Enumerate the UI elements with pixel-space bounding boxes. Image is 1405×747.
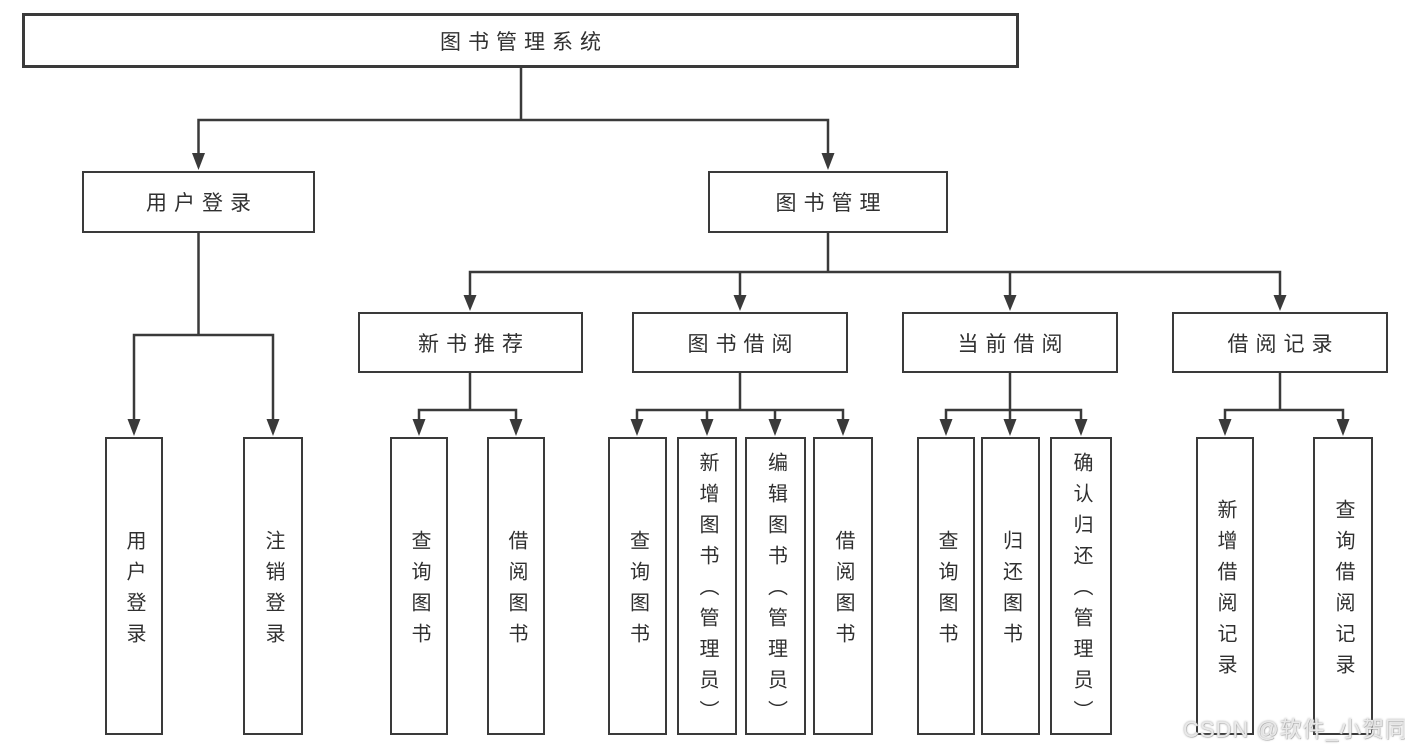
leaf-label: 查询图书 [935,529,957,654]
leaf-query-borrow-record: 查询借阅记录 [1313,437,1373,735]
leaf-add-borrow-record: 新增借阅记录 [1196,437,1254,735]
connector-newbookrec-to-leaves [417,371,518,421]
arrowhead-icon [700,419,714,436]
arrowhead-icon [836,419,850,436]
arrowhead-icon [412,419,426,436]
arrowhead-icon [463,295,477,311]
node-borrowing-records: 借阅记录 [1172,312,1388,373]
leaf-query-books-2: 查询图书 [608,437,667,735]
connector-userlogin-to-leaves [132,231,275,421]
node-library-management-system: 图书管理系统 [22,13,1019,68]
arrowhead-icon [1273,295,1287,311]
leaf-query-books-3: 查询图书 [917,437,975,735]
leaf-label: 新增借阅记录 [1214,498,1236,685]
connector-currentborrow-to-leaves [944,371,1083,421]
node-book-management: 图书管理 [708,171,948,233]
leaf-query-books-1: 查询图书 [390,437,448,735]
leaf-label: 用户登录 [123,529,145,654]
leaf-label: 查询图书 [408,529,430,654]
leaf-edit-book-admin: 编辑图书（管理员） [745,437,806,735]
node-book-borrowing: 图书借阅 [632,312,848,373]
leaf-confirm-return-admin: 确认归还（管理员） [1050,437,1112,735]
arrowhead-icon [768,419,782,436]
leaf-label: 查询借阅记录 [1332,498,1354,685]
leaf-label: 编辑图书（管理员） [764,452,787,731]
leaf-label: 归还图书 [999,529,1022,654]
leaf-label: 借阅图书 [505,529,527,654]
arrowhead-icon [509,419,523,436]
csdn-watermark: CSDN @软件_小贺同学 [1183,717,1405,742]
arrowhead-icon [939,419,953,436]
leaf-logout: 注销登录 [243,437,303,735]
leaf-return-book: 归还图书 [981,437,1040,735]
leaf-user-login: 用户登录 [105,437,163,735]
arrowhead-icon [1218,419,1232,436]
leaf-add-book-admin: 新增图书（管理员） [677,437,737,735]
connector-bookborrow-to-leaves [635,371,845,421]
arrowhead-icon [266,419,280,436]
leaf-label: 借阅图书 [832,529,854,654]
leaf-borrow-books-2: 借阅图书 [813,437,873,735]
connector-bookmgmt-to-level3 [468,231,1282,297]
arrowhead-icon [1003,419,1017,436]
arrowhead-icon [733,295,747,311]
arrowhead-icon [127,419,141,436]
leaf-label: 新增图书（管理员） [696,452,718,731]
arrowhead-icon [1003,295,1017,311]
leaf-label: 查询图书 [626,529,649,654]
node-new-book-recommendation: 新书推荐 [358,312,583,373]
arrowhead-icon [630,419,644,436]
leaf-borrow-books-1: 借阅图书 [487,437,545,735]
arrowhead-icon [192,153,205,170]
node-current-borrowing: 当前借阅 [902,312,1118,373]
connector-root-to-level2 [197,66,830,155]
node-user-login: 用户登录 [82,171,315,233]
connector-borrowrecords-to-leaves [1223,371,1345,421]
arrowhead-icon [821,153,835,170]
leaf-label: 注销登录 [262,529,284,654]
leaf-label: 确认归还（管理员） [1070,452,1092,731]
arrowhead-icon [1074,419,1088,436]
arrowhead-icon [1336,419,1350,436]
